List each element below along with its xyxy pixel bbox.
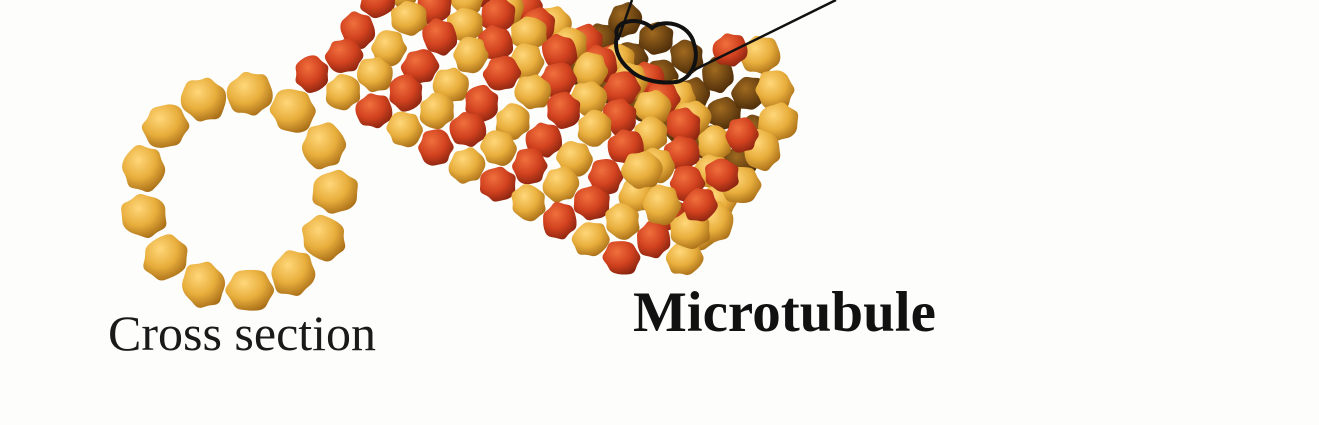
beta-tubulin: [422, 18, 458, 56]
alpha-tubulin: [571, 222, 610, 257]
microtubule-label: Microtubule: [633, 281, 936, 344]
beta-tubulin: [389, 74, 423, 112]
alpha-tubulin: [386, 111, 423, 148]
alpha-tubulin: [633, 89, 672, 125]
beta-tubulin: [543, 201, 577, 240]
rim-subunit: [755, 70, 795, 110]
beta-tubulin: [479, 166, 516, 202]
alpha-tubulin: [480, 130, 517, 166]
alpha-tubulin: [665, 240, 704, 276]
alpha-tubulin: [356, 56, 393, 93]
ring-subunit: [225, 269, 275, 311]
rim-beta-subunit: [712, 33, 748, 67]
alpha-tubulin: [514, 74, 552, 110]
ring-subunit: [226, 71, 273, 116]
beta-tubulin: [602, 241, 641, 275]
rim-subunit: [642, 184, 682, 226]
leader-line-right: [693, 0, 837, 72]
alpha-tubulin: [390, 1, 428, 36]
beta-tubulin: [465, 84, 499, 123]
beta-tubulin: [482, 55, 522, 91]
beta-tubulin: [603, 98, 637, 136]
alpha-tubulin: [542, 165, 580, 203]
alpha-tubulin: [325, 73, 361, 111]
inner-subunit: [702, 56, 734, 94]
dimer-outline: [614, 19, 698, 85]
alpha-tubulin: [697, 125, 732, 163]
rim-subunit: [739, 35, 781, 75]
beta-tubulin: [480, 0, 516, 34]
beta-tubulin: [541, 33, 578, 71]
inner-subunit: [638, 21, 674, 55]
beta-tubulin: [360, 0, 396, 19]
ring-subunit: [312, 169, 358, 214]
ring-subunit: [182, 261, 226, 308]
beta-tubulin: [666, 107, 701, 145]
alpha-tubulin: [371, 30, 407, 67]
beta-tubulin: [449, 111, 487, 147]
beta-tubulin: [547, 91, 581, 130]
rim-beta-subunit: [725, 117, 759, 153]
ring-subunit: [301, 122, 347, 170]
beta-tubulin: [295, 55, 329, 93]
ring-subunit: [271, 250, 316, 296]
alpha-tubulin: [495, 103, 530, 140]
ring-subunit: [143, 234, 188, 281]
cross-section-ring: [121, 71, 358, 311]
alpha-tubulin: [419, 92, 454, 130]
ring-subunit: [121, 193, 167, 239]
alpha-tubulin: [573, 51, 609, 89]
beta-tubulin: [602, 71, 641, 106]
beta-tubulin: [355, 93, 393, 129]
rim-beta-subunit: [682, 188, 718, 222]
beta-tubulin: [512, 148, 548, 185]
alpha-tubulin: [448, 147, 486, 184]
ring-subunit: [302, 214, 346, 262]
dimer-callout: [614, 0, 837, 85]
microtubule-body: [295, 0, 799, 276]
beta-tubulin: [587, 158, 624, 195]
rim-subunit: [758, 102, 799, 142]
alpha-tubulin: [453, 36, 489, 74]
leader-line-left: [616, 0, 634, 41]
alpha-tubulin: [511, 184, 546, 222]
rim-subunit: [621, 150, 663, 189]
rim-beta-subunit: [704, 158, 739, 192]
ring-subunit: [141, 104, 190, 148]
ring-subunit: [180, 77, 227, 122]
cross-section-label: Cross section: [108, 305, 377, 361]
alpha-tubulin: [511, 16, 547, 52]
ring-subunit: [269, 88, 316, 133]
alpha-tubulin: [577, 109, 612, 147]
beta-tubulin: [636, 220, 671, 259]
beta-tubulin: [324, 38, 364, 73]
ring-subunit: [122, 144, 166, 192]
beta-tubulin: [418, 129, 454, 166]
alpha-tubulin: [605, 202, 640, 240]
beta-tubulin: [573, 185, 610, 221]
